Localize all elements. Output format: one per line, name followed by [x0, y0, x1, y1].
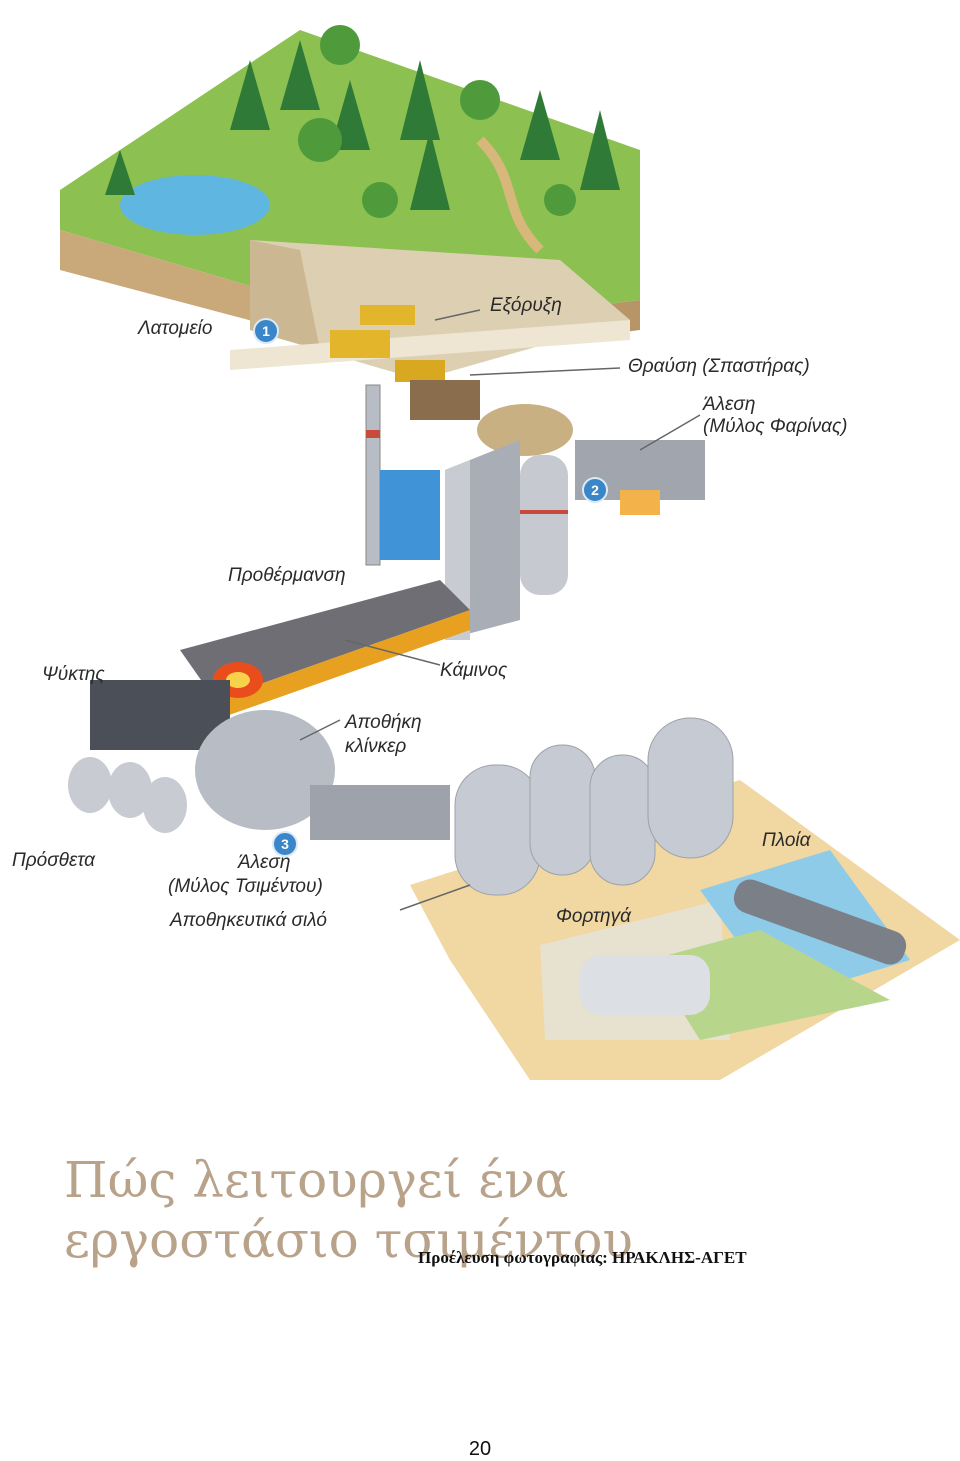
ship-icon — [733, 879, 907, 965]
leader-lines — [299, 309, 701, 911]
kiln-icon — [180, 580, 470, 720]
label-crushing: Θραύση (Σπαστήρας) — [628, 356, 810, 377]
preheater-tower-icon — [445, 440, 568, 640]
photo-credit: Προέλευση φωτογραφίας: ΗΡΑΚΛΗΣ-ΑΓΕΤ — [418, 1248, 747, 1267]
trees-icon — [105, 25, 620, 218]
badge-step-1: 1 — [253, 318, 279, 344]
page-title: Πώς λειτουργεί ένα εργοστάσιο τσιμέντου — [64, 1150, 633, 1270]
page-number: 20 — [468, 1438, 492, 1460]
label-cement-mill: (Μύλος Τσιμέντου) — [168, 876, 323, 897]
label-cooler: Ψύκτης — [42, 664, 105, 685]
label-clinker: κλίνκερ — [345, 736, 407, 757]
label-quarry: Λατομείο — [138, 318, 213, 339]
preheater-filter-icon — [380, 470, 440, 560]
label-additives: Πρόσθετα — [12, 850, 96, 871]
crusher-icon — [410, 380, 480, 420]
chimney-icon — [365, 384, 381, 566]
additive-silos-icon — [68, 757, 187, 833]
label-extraction: Εξόρυξη — [490, 295, 562, 316]
cement-mill-icon — [310, 785, 450, 840]
truck-icon — [580, 955, 710, 1015]
raw-mill-dome-icon — [477, 404, 573, 456]
label-ships: Πλοία — [762, 830, 811, 851]
label-raw-grinding: Άλεση — [703, 394, 756, 415]
storage-silos-icon — [454, 717, 734, 896]
label-storage-silos: Αποθηκευτικά σιλό — [170, 910, 327, 931]
lake-icon — [120, 175, 270, 235]
title-line-2: εργοστάσιο τσιμέντου — [64, 1211, 633, 1269]
label-raw-mill: (Μύλος Φαρίνας) — [703, 416, 848, 437]
cement-plant-illustration — [60, 25, 960, 1080]
title-line-1: Πώς λειτουργεί ένα — [64, 1151, 569, 1209]
label-trucks: Φορτηγά — [556, 906, 631, 927]
path-icon — [476, 136, 544, 254]
badge-step-3: 3 — [272, 831, 298, 857]
label-preheating: Προθέρμανση — [228, 565, 346, 586]
excavator-icon — [330, 305, 445, 382]
label-clinker-storage: Αποθήκη — [345, 712, 422, 733]
badge-step-2: 2 — [582, 477, 608, 503]
label-cement-grinding: Άλεση — [238, 852, 291, 873]
label-kiln: Κάμινος — [440, 660, 508, 681]
